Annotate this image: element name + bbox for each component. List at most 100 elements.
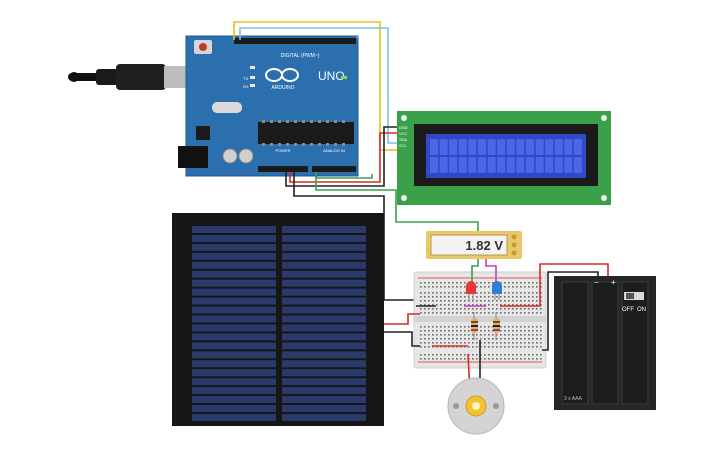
lcd-display[interactable]: GND VCC SDA SCL (397, 111, 611, 205)
breadboard-hole (524, 312, 526, 314)
arduino-logo: ARDUINO (265, 68, 299, 91)
breadboard-hole (440, 330, 442, 332)
solar-cells (192, 226, 366, 421)
breadboard-hole (504, 304, 506, 306)
multimeter[interactable]: 1.82 V (426, 231, 522, 259)
breadboard-hole (492, 354, 494, 356)
breadboard-hole (536, 300, 538, 302)
breadboard-hole (464, 282, 466, 284)
wire-black-to-breadboard[interactable] (293, 172, 416, 301)
breadboard-hole (496, 304, 498, 306)
breadboard-hole (460, 300, 462, 302)
breadboard-hole (452, 308, 454, 310)
breadboard-hole (424, 358, 426, 360)
breadboard-hole (444, 334, 446, 336)
breadboard-hole (484, 330, 486, 332)
breadboard-hole (508, 334, 510, 336)
resistor-2[interactable] (493, 312, 500, 340)
digital-header (234, 38, 356, 44)
solar-cell-strip (192, 351, 276, 359)
usb-cable[interactable] (68, 64, 206, 90)
breadboard-hole (456, 354, 458, 356)
led-blue[interactable] (492, 281, 502, 300)
breadboard-hole (532, 342, 534, 344)
breadboard-hole (448, 334, 450, 336)
wire-blue[interactable] (239, 27, 397, 144)
breadboard-hole (484, 334, 486, 336)
led-red[interactable] (466, 281, 476, 300)
solar-cell-strip (192, 270, 276, 278)
breadboard-hole (420, 308, 422, 310)
breadboard-hole (496, 312, 498, 314)
solar-cell-strip (282, 226, 366, 233)
breadboard-hole (428, 312, 430, 314)
lcd-pin-labels: GND VCC SDA SCL (399, 125, 408, 148)
breadboard-hole (460, 330, 462, 332)
breadboard-hole (468, 342, 470, 344)
dc-jack[interactable] (178, 146, 208, 168)
breadboard-hole (424, 354, 426, 356)
breadboard-hole (428, 292, 430, 294)
breadboard-hole (528, 292, 530, 294)
battery-pack[interactable]: − + OFF ON 3 x AAA (554, 276, 656, 410)
arduino-uno-board[interactable]: DIGITAL (PWM~) ARDUINO UNO TX RX POWER (178, 35, 359, 177)
solar-cell-strip (192, 243, 276, 251)
breadboard-hole (524, 330, 526, 332)
solar-cell-strip (282, 315, 366, 323)
breadboard-hole (488, 330, 490, 332)
breadboard-hole (444, 338, 446, 340)
breadboard-hole (436, 342, 438, 344)
solar-panel[interactable] (172, 213, 384, 426)
breadboard-hole (504, 342, 506, 344)
breadboard-hole (520, 326, 522, 328)
wire-green-to-meter[interactable] (315, 172, 479, 236)
analog-header (312, 166, 356, 172)
dc-motor[interactable] (447, 377, 505, 435)
breadboard-hole (420, 296, 422, 298)
breadboard-hole (460, 282, 462, 284)
solar-cell-strip (192, 342, 276, 350)
wire-solar-black[interactable] (384, 331, 420, 347)
digital-label: DIGITAL (PWM~) (281, 53, 320, 59)
wire-meter-green[interactable] (471, 259, 479, 282)
resistor-1[interactable] (471, 312, 478, 340)
wire-battery-black[interactable] (542, 271, 599, 351)
breadboard-hole (512, 334, 514, 336)
breadboard-hole (444, 354, 446, 356)
breadboard-hole (528, 346, 530, 348)
breadboard-hole (456, 300, 458, 302)
breadboard-hole (540, 334, 542, 336)
breadboard-hole (440, 292, 442, 294)
breadboard-hole (528, 286, 530, 288)
wire-battery-red[interactable] (500, 263, 609, 307)
breadboard-hole (432, 358, 434, 360)
breadboard-hole (464, 354, 466, 356)
breadboard-hole (532, 338, 534, 340)
breadboard-hole (460, 338, 462, 340)
breadboard-hole (508, 292, 510, 294)
breadboard-hole (436, 300, 438, 302)
breadboard-hole (484, 342, 486, 344)
breadboard-hole (440, 338, 442, 340)
breadboard-hole (512, 326, 514, 328)
lcd-cell (430, 139, 438, 155)
breadboard-hole (524, 358, 526, 360)
wire-red-vcc[interactable] (289, 132, 397, 183)
lcd-pin-sda: SDA (399, 137, 408, 142)
breadboard-hole (456, 296, 458, 298)
breadboard-hole (480, 300, 482, 302)
breadboard-hole (532, 330, 534, 332)
breadboard-hole (488, 346, 490, 348)
wire-solar-red[interactable] (384, 313, 420, 325)
solar-cell-strip (282, 396, 366, 404)
lcd-cell (526, 157, 534, 173)
breadboard-hole (488, 338, 490, 340)
wire-meter-magenta[interactable] (485, 259, 497, 282)
breadboard-hole (492, 346, 494, 348)
breadboard-hole (456, 282, 458, 284)
wire-black-gnd[interactable] (285, 126, 397, 187)
breadboard[interactable] (413, 271, 547, 369)
wire-yellow[interactable] (233, 21, 397, 151)
breadboard-hole (512, 330, 514, 332)
